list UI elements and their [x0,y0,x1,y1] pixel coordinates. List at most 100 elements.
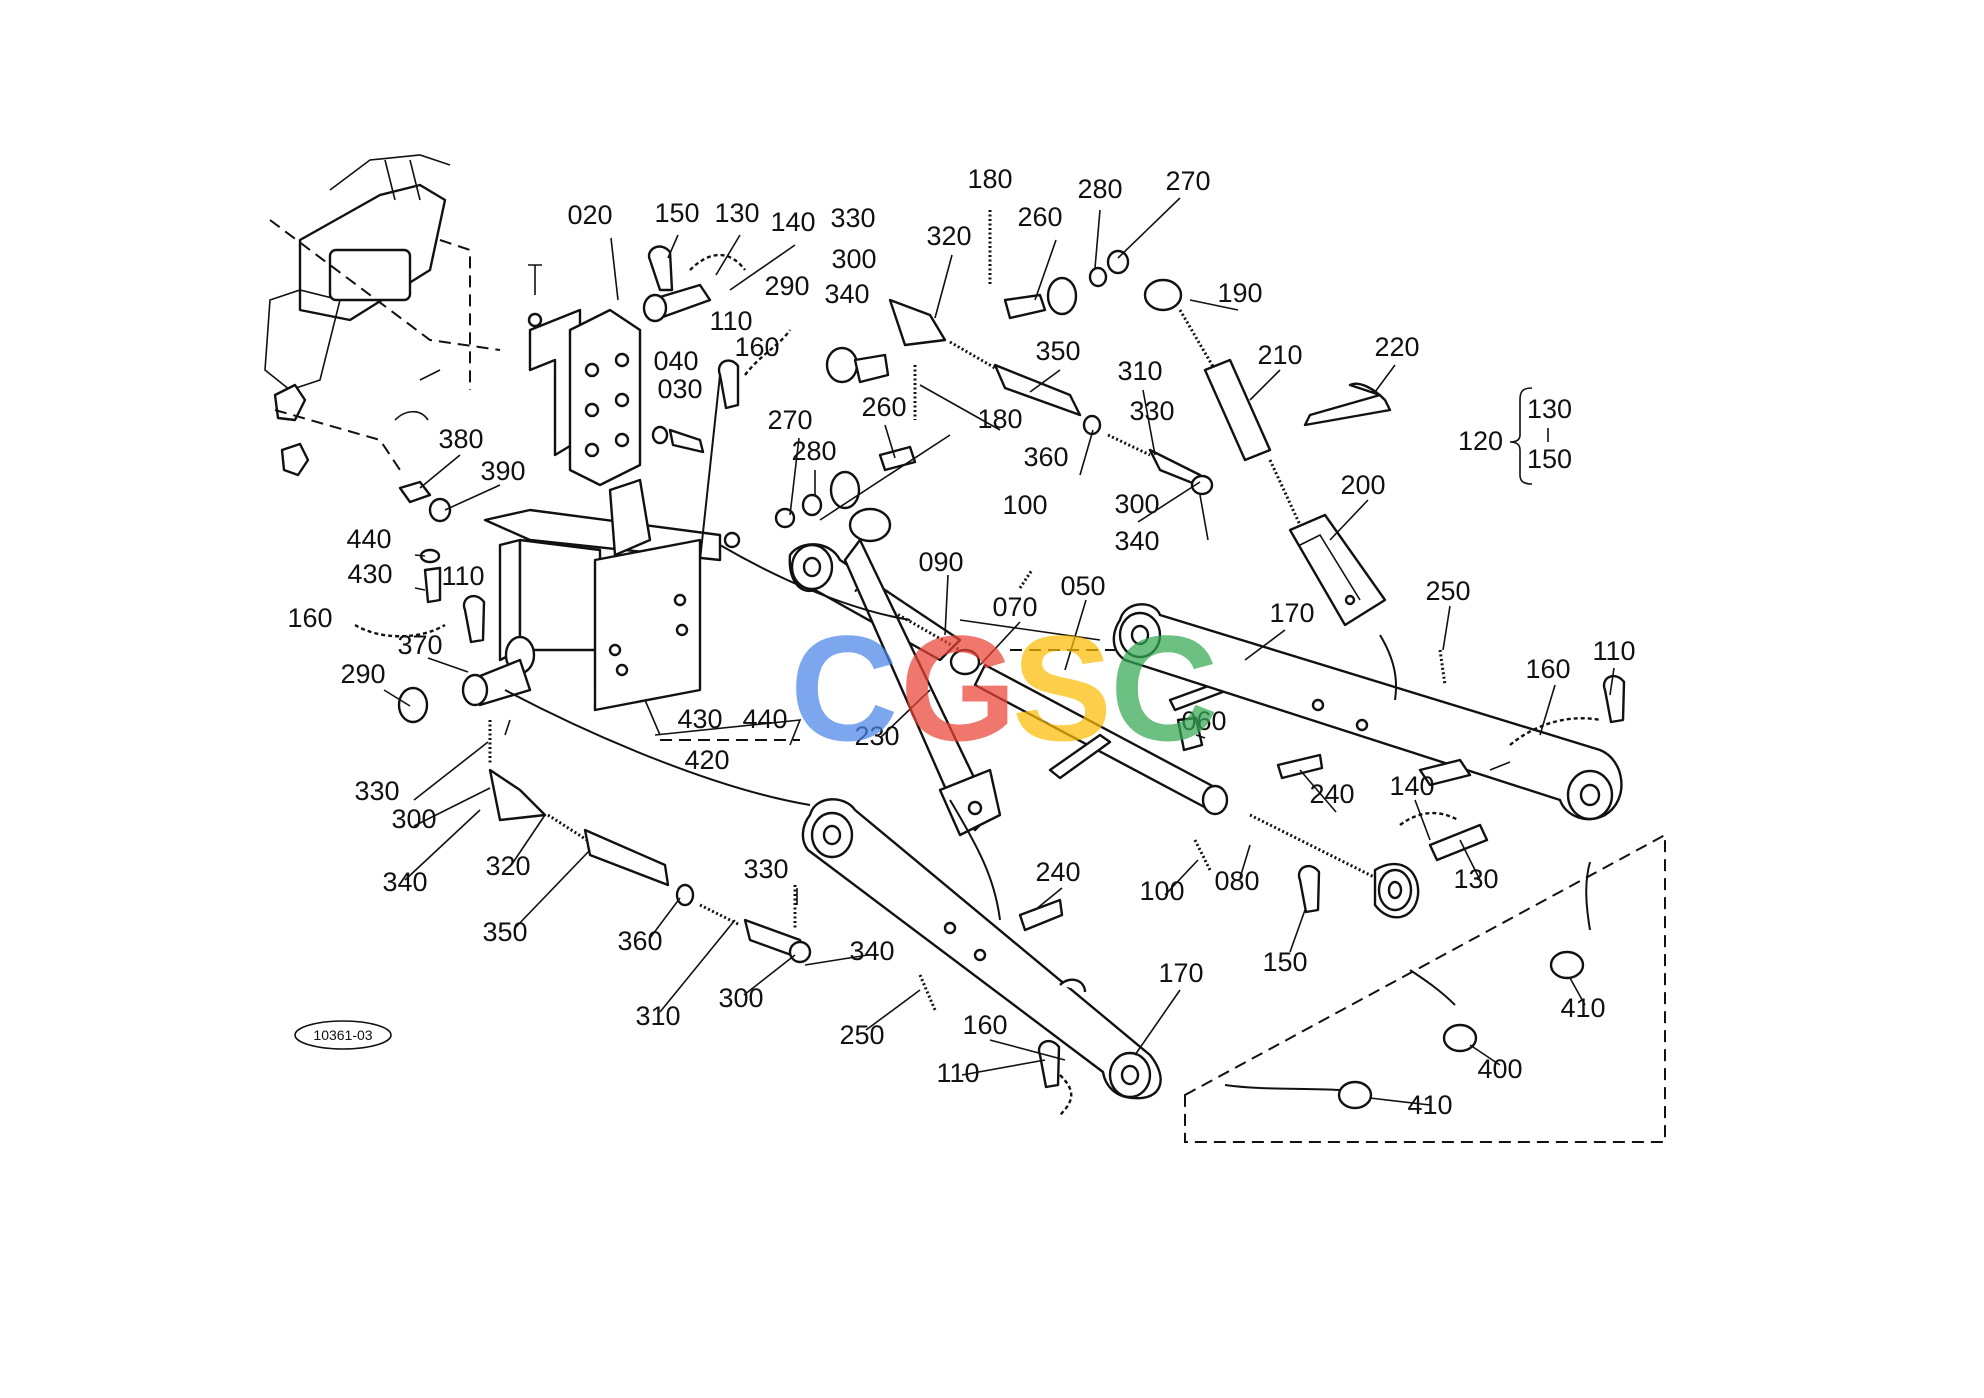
part-number-label: 290 [764,271,809,301]
part-number-label: 420 [684,745,729,775]
part-number-label: 040 [653,346,698,376]
part-number-label: 170 [1158,958,1203,988]
callout-item-2-label: 150 [1527,444,1572,474]
part-number-label: 020 [567,200,612,230]
part-number-label: 380 [438,424,483,454]
part-number-label: 360 [1023,442,1068,472]
bushings-box [1184,833,1666,1143]
part-number-label: 330 [830,203,875,233]
part-number-label: 260 [861,392,906,422]
part-number-label: 090 [918,547,963,577]
part-number-label: 320 [485,851,530,881]
top-link-upper [788,507,1034,837]
part-number-label: 250 [1425,576,1470,606]
part-number-label: 100 [1002,490,1047,520]
watermark-letter-1: C [790,604,898,772]
cross-shaft-050 [973,663,1230,816]
part-number-label: 240 [1035,857,1080,887]
part-number-label: 110 [441,561,484,591]
part-number-label: 130 [714,198,759,228]
leader-lines [383,197,1615,1106]
hitch-bracket-020 [527,264,642,487]
part-number-label: 270 [1165,166,1210,196]
part-number-label: 350 [1035,336,1080,366]
part-number-label: 160 [734,332,779,362]
fasteners [397,210,1447,1011]
part-number-label: 370 [397,630,442,660]
part-number-label: 180 [967,164,1012,194]
part-number-label: 310 [635,1001,680,1031]
part-number-label: 330 [1129,396,1174,426]
part-number-label: 430 [677,704,722,734]
callout-item-1-label: 130 [1527,394,1572,424]
part-number-label: 250 [839,1020,884,1050]
lower-link-170-left [801,798,1162,1100]
part-number-label: 110 [1592,636,1635,666]
part-number-label: 170 [1269,598,1314,628]
turnbuckle-upper [888,298,1214,541]
part-number-label: 140 [1389,771,1434,801]
part-number-label: 300 [391,804,436,834]
part-number-label: 130 [1453,864,1498,894]
part-number-label: 160 [962,1010,1007,1040]
watermark-letter-3: S [1012,604,1112,772]
part-number-label: 230 [854,721,899,751]
part-number-label: 300 [831,244,876,274]
watermark-letter-2: G [900,604,1017,772]
part-number-label: 110 [709,306,752,336]
part-number-label: 400 [1477,1054,1522,1084]
part-number-label: 300 [1114,489,1159,519]
part-number-label: 290 [340,659,385,689]
part-number-label: 260 [1017,202,1062,232]
drawing-code-stamp: 10361-03 [294,1020,392,1050]
drawing-code-text: 10361-03 [313,1027,372,1043]
assembly-arrows [504,374,1398,921]
part-number-label: 190 [1217,278,1262,308]
drawbar-frame-420 [461,478,802,746]
part-number-label: 340 [1114,526,1159,556]
watermark-letter-4: C [1110,604,1218,772]
part-number-label: 060 [1181,706,1226,736]
part-number-label: 430 [347,559,392,589]
part-number-label: 280 [791,436,836,466]
part-number-label: 200 [1340,470,1385,500]
part-number-label: 350 [482,917,527,947]
part-number-label: 340 [849,936,894,966]
part-number-label: 320 [926,221,971,251]
part-number-label: 300 [718,983,763,1013]
callout-parent-label: 120 [1458,426,1503,456]
part-number-label: 330 [354,776,399,806]
part-number-label: 160 [287,603,332,633]
part-number-label: 140 [770,207,815,237]
part-number-label: 150 [1262,947,1307,977]
part-number-label: 330 [743,854,788,884]
part-number-label: 150 [654,198,699,228]
part-number-label: 050 [1060,571,1105,601]
part-number-label: 180 [977,404,1022,434]
tractor-body-drawing [264,154,501,477]
lower-link-ball-joint [1249,813,1420,919]
part-number-label: 310 [1117,356,1162,386]
part-number-label: 030 [657,374,702,404]
part-number-label: 210 [1257,340,1302,370]
leveling-rod [1143,278,1392,627]
part-number-label: 360 [617,926,662,956]
watermark-logo: C G S C [790,604,1218,772]
lynch-pins [354,245,1626,1116]
turnbuckle-lower [488,768,812,964]
group-callout-120: 120 130 150 [1458,387,1572,485]
part-number-label: 160 [1525,654,1570,684]
part-number-label: 070 [992,592,1037,622]
part-number-label: 410 [1560,993,1605,1023]
part-number-label: 280 [1077,174,1122,204]
lower-link-170-right [1112,603,1623,821]
part-number-label: 100 [1139,876,1184,906]
part-number-label: 440 [742,704,787,734]
part-number-label: 270 [767,405,812,435]
part-number-label: 410 [1407,1090,1452,1120]
part-number-label: 340 [382,867,427,897]
part-number-label: 390 [480,456,525,486]
part-number-label: 220 [1374,332,1419,362]
